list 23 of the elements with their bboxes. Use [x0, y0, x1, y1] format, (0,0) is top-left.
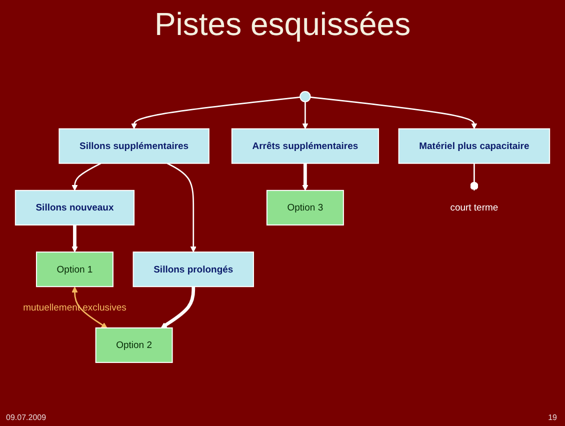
edge-label: mutuellement exclusives [23, 302, 126, 312]
process-box: Matériel plus capacitaire [398, 128, 550, 164]
arrow [160, 286, 196, 328]
arrow [72, 286, 108, 328]
date-text: 09.07.2009 [6, 413, 46, 422]
page-number: 19 [548, 413, 557, 422]
arrow [302, 102, 308, 130]
arrow [167, 162, 196, 252]
start-circle [300, 91, 311, 102]
arrow [302, 163, 308, 191]
option-box: Option 1 [36, 252, 114, 288]
process-box: Arrêts supplémentaires [231, 128, 379, 164]
option-box: Option 2 [95, 327, 173, 363]
arrow [310, 96, 478, 130]
process-box: Sillons prolongés [132, 252, 254, 288]
arrow [72, 162, 102, 191]
note-text: court terme [450, 202, 498, 213]
option-box: Option 3 [266, 190, 344, 226]
process-box: Sillons supplémentaires [58, 128, 210, 164]
slide-title: Pistes esquissées [153, 6, 412, 43]
process-box: Sillons nouveaux [14, 190, 135, 226]
arrow [131, 96, 300, 130]
arrow [72, 224, 78, 252]
